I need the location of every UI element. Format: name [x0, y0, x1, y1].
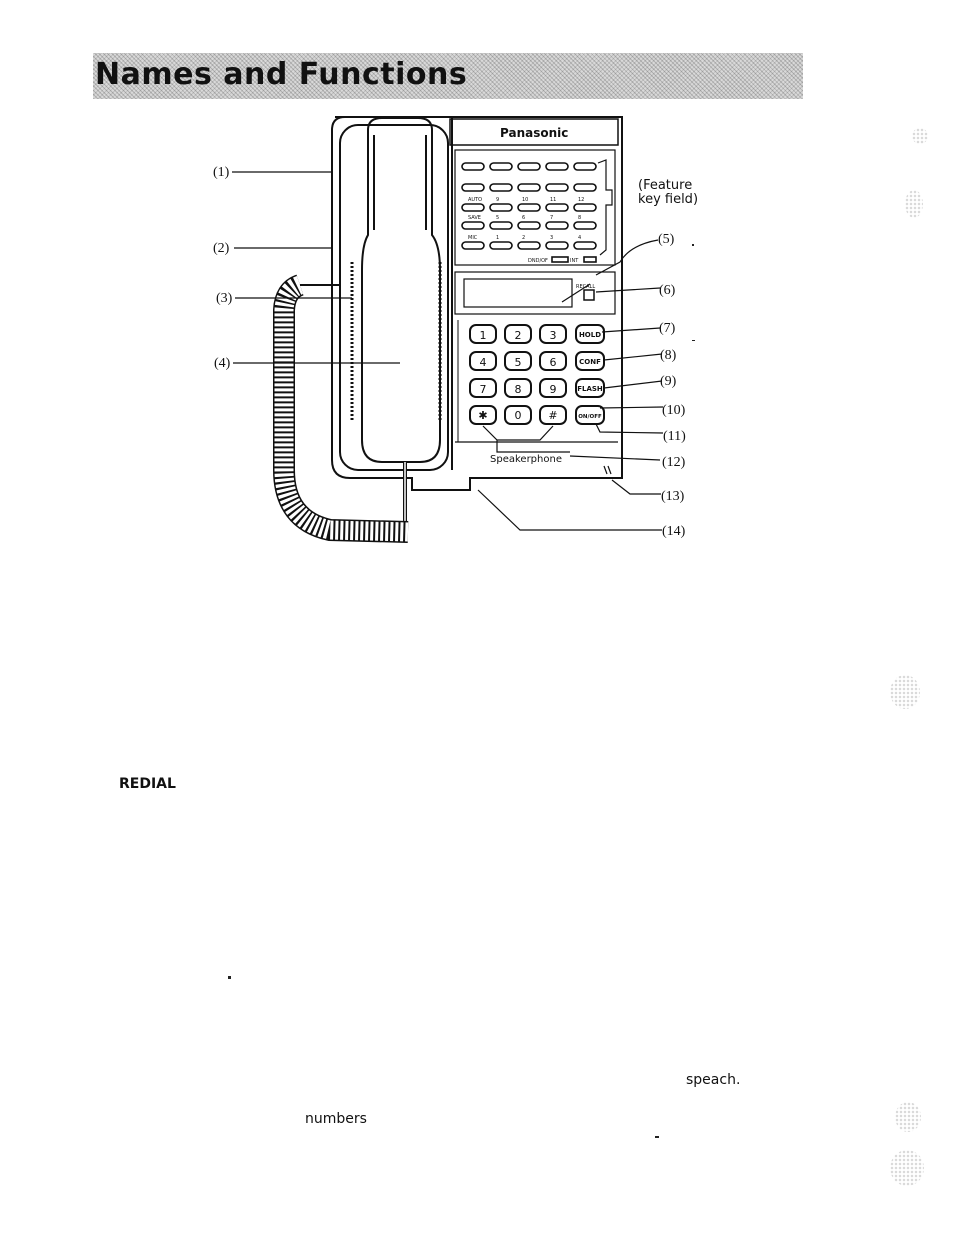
key-row-label-save: SAVE [468, 215, 481, 221]
scan-noise [890, 675, 920, 709]
svg-text:3: 3 [550, 235, 553, 241]
onoff-key-label: ON/OFF [578, 414, 602, 420]
svg-text:9: 9 [550, 383, 557, 396]
svg-text:5: 5 [496, 215, 499, 221]
function-key-labels: HOLD CONF FLASH ON/OFF [577, 331, 603, 420]
hold-key-label: HOLD [579, 331, 601, 339]
conf-key-label: CONF [579, 358, 601, 366]
svg-text:6: 6 [550, 356, 557, 369]
ink-speck [692, 244, 694, 246]
callout-11: (11) [663, 429, 686, 444]
svg-text:6: 6 [522, 215, 525, 221]
section-title-bar: Names and Functions [93, 53, 803, 99]
callout-5: (5) [658, 232, 675, 247]
brand-logo-text: Panasonic [500, 126, 568, 140]
svg-text:12: 12 [578, 197, 584, 203]
svg-text:5: 5 [515, 356, 522, 369]
feature-key-field-label-line2: key field) [638, 192, 698, 207]
dnd-label: DND/OF [528, 258, 548, 264]
flash-key-label: FLASH [577, 385, 603, 393]
callout-7: (7) [659, 321, 676, 336]
svg-text:7: 7 [480, 383, 487, 396]
callout-3: (3) [216, 291, 233, 306]
phone-base [331, 116, 623, 491]
speakerphone-label: Speakerphone [490, 454, 562, 465]
body-fragment-speach: speach. [686, 1072, 741, 1088]
scan-noise [895, 1102, 921, 1132]
callout-10: (10) [662, 403, 686, 418]
speaker-grille [350, 262, 442, 420]
svg-text:4: 4 [578, 235, 581, 241]
handset [361, 117, 441, 535]
feature-key-field-label-line1: (Feature [638, 178, 692, 193]
callout-8: (8) [660, 348, 677, 363]
key-row-label-auto: AUTO [468, 197, 482, 203]
callout-2: (2) [213, 241, 230, 256]
svg-text:0: 0 [515, 409, 522, 422]
ink-speck [692, 340, 695, 341]
callout-4: (4) [214, 356, 231, 371]
body-fragment-numbers: numbers [305, 1111, 367, 1127]
telephone-diagram: AUTO SAVE MIC 9 10 11 12 5 6 7 8 1 2 3 4… [213, 116, 698, 543]
svg-text:4: 4 [480, 356, 487, 369]
svg-text:3: 3 [550, 329, 557, 342]
svg-text:8: 8 [578, 215, 581, 221]
scan-noise [890, 1150, 924, 1186]
svg-text:#: # [548, 409, 557, 422]
dial-key-labels: 1 2 3 4 5 6 7 8 9 ✱ 0 # [478, 329, 557, 422]
redial-heading: REDIAL [119, 776, 176, 792]
page-title: Names and Functions [95, 57, 468, 92]
scan-noise [905, 190, 923, 218]
scan-noise [912, 128, 928, 144]
callout-labels: (1) (2) (3) (4) (5) (6) (7) (8) (9) (10)… [213, 165, 698, 539]
callout-13: (13) [661, 489, 685, 504]
dial-keypad [469, 324, 605, 425]
coiled-cord [273, 274, 409, 543]
callout-6: (6) [659, 283, 676, 298]
callout-14: (14) [662, 524, 686, 539]
svg-text:2: 2 [515, 329, 522, 342]
int-label: INT [570, 258, 579, 264]
callout-1: (1) [213, 165, 230, 180]
callout-9: (9) [660, 374, 677, 389]
svg-text:2: 2 [522, 235, 525, 241]
svg-text:9: 9 [496, 197, 499, 203]
callout-leaders [232, 159, 664, 531]
svg-text:8: 8 [515, 383, 522, 396]
svg-text:✱: ✱ [478, 409, 487, 422]
svg-text:10: 10 [522, 197, 528, 203]
svg-text:11: 11 [550, 197, 556, 203]
svg-text:1: 1 [480, 329, 487, 342]
svg-text:1: 1 [496, 235, 499, 241]
ink-speck [655, 1136, 659, 1138]
callout-12: (12) [662, 455, 686, 470]
ink-speck [228, 976, 231, 979]
feature-key-field [461, 162, 597, 301]
key-row-label-mic: MIC [468, 235, 478, 241]
svg-text:7: 7 [550, 215, 553, 221]
